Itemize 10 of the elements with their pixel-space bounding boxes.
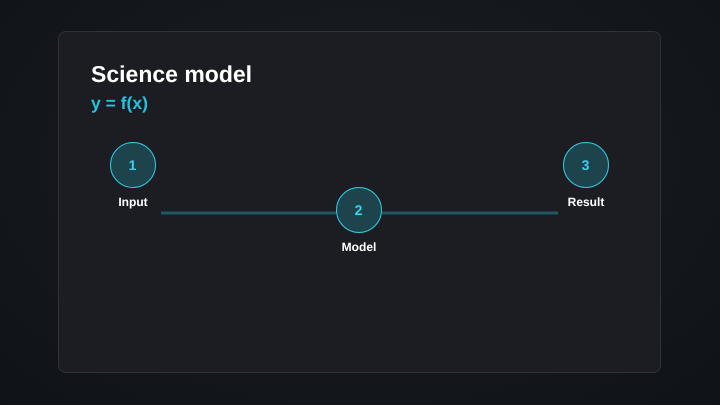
step-circle: 2	[336, 187, 382, 233]
connector-line	[161, 212, 336, 214]
step-label: Result	[566, 195, 606, 209]
step-circle: 3	[562, 142, 608, 188]
connector-line	[382, 212, 558, 214]
formula-subtitle: y = f(x)	[91, 93, 148, 114]
title: Science model	[91, 61, 252, 88]
step-label: Input	[117, 195, 149, 209]
step-circle: 1	[110, 142, 156, 188]
step-label: Model	[340, 240, 378, 254]
